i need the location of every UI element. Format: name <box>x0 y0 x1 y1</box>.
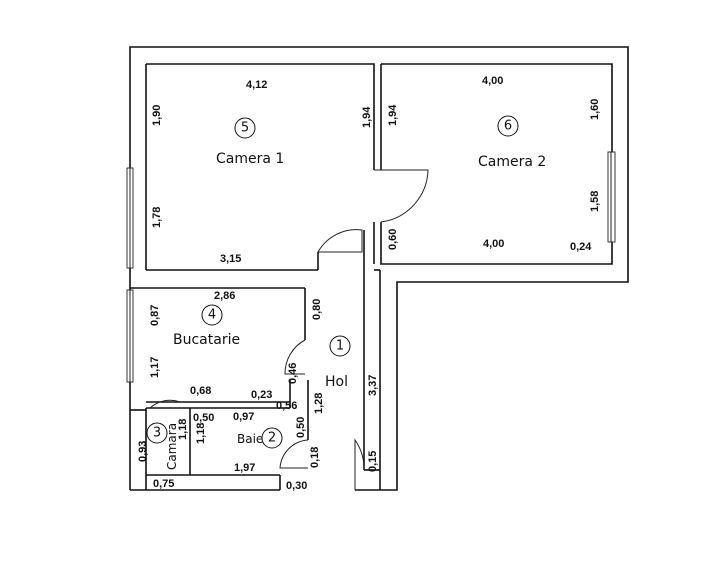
dim-camara-height: 0,93 <box>137 441 149 462</box>
dim-c1-top: 4,12 <box>246 79 267 91</box>
door-camera1-camera2 <box>374 169 429 223</box>
dim-hol-height: 3,37 <box>367 375 379 396</box>
door-hol-camera1 <box>317 229 363 253</box>
dim-c2-right-lower: 1,58 <box>589 191 601 212</box>
room-number-baie: 2 <box>268 431 276 446</box>
room-number-camara: 3 <box>153 426 161 441</box>
room-name-camera1: Camera 1 <box>216 151 284 167</box>
door-entry <box>354 438 365 490</box>
dim-baie-bottom: 1,97 <box>234 462 255 474</box>
dim-buc-top: 2,86 <box>214 290 235 302</box>
dim-camara-width: 0,75 <box>153 478 174 490</box>
dim-hol-lower: 1,28 <box>313 393 325 414</box>
interior-walls <box>130 230 381 490</box>
dim-baie-left: 1,18 <box>195 423 207 444</box>
room-name-bucatarie: Bucatarie <box>173 332 240 348</box>
dim-entry-side: 0,15 <box>367 451 379 472</box>
dim-entry-width: 0,30 <box>286 480 307 492</box>
door-bucatarie <box>284 339 306 375</box>
room-name-camara: Camara <box>165 423 179 470</box>
dim-buc-right: 0,80 <box>311 299 323 320</box>
dim-baie-door: 0,18 <box>309 447 321 468</box>
doors <box>149 169 429 490</box>
dim-c2-bottom: 4,00 <box>483 238 504 250</box>
door-baie <box>279 439 309 469</box>
windows <box>126 151 616 383</box>
dim-buc-bottom: 0,68 <box>190 385 211 397</box>
dim-c2-bottom-right: 0,24 <box>570 241 592 253</box>
room-name-camera2: Camera 2 <box>478 154 546 170</box>
room-number-camera1: 5 <box>241 121 249 136</box>
room-name-hol: Hol <box>325 374 348 390</box>
room-number-bucatarie: 4 <box>208 308 216 323</box>
door-camara <box>149 399 181 409</box>
room-number-camera2: 6 <box>504 119 512 134</box>
dim-c2-right-upper: 1,60 <box>589 99 601 120</box>
dimension-labels: 4,12 1,90 1,78 1,94 3,15 4,00 1,94 0,60 … <box>137 75 601 492</box>
dim-c2-top: 4,00 <box>482 75 503 87</box>
dim-buc-notch: 0,23 <box>251 389 272 401</box>
room-numbers: 5 6 4 1 2 3 <box>146 115 519 449</box>
dim-c1-left-upper: 1,90 <box>151 105 163 126</box>
dim-buc-left-upper: 0,87 <box>149 305 161 326</box>
dim-c2-left-lower: 0,60 <box>387 229 399 250</box>
dim-buc-left-lower: 1,17 <box>149 357 161 378</box>
outer-walls <box>129 46 629 491</box>
dim-baie-side-b: 0,50 <box>295 417 307 438</box>
room-number-hol: 1 <box>336 339 344 354</box>
dim-c2-left: 1,94 <box>387 104 399 126</box>
dim-c1-bottom: 3,15 <box>220 253 241 265</box>
dim-c1-right: 1,94 <box>361 106 373 128</box>
dim-buc-door-side: 0,46 <box>287 363 299 384</box>
dim-baie-side-a: 0,56 <box>276 400 297 412</box>
dim-baie-top-left: 0,50 <box>193 412 214 424</box>
dim-c1-left-lower: 1,78 <box>151 207 163 228</box>
dim-camara-inner: 1,18 <box>177 419 189 440</box>
room-names: Camera 1 Camera 2 Bucatarie Hol Baie Cam… <box>165 151 546 470</box>
dim-baie-top: 0,97 <box>233 411 254 423</box>
room-name-baie: Baie <box>237 432 263 446</box>
